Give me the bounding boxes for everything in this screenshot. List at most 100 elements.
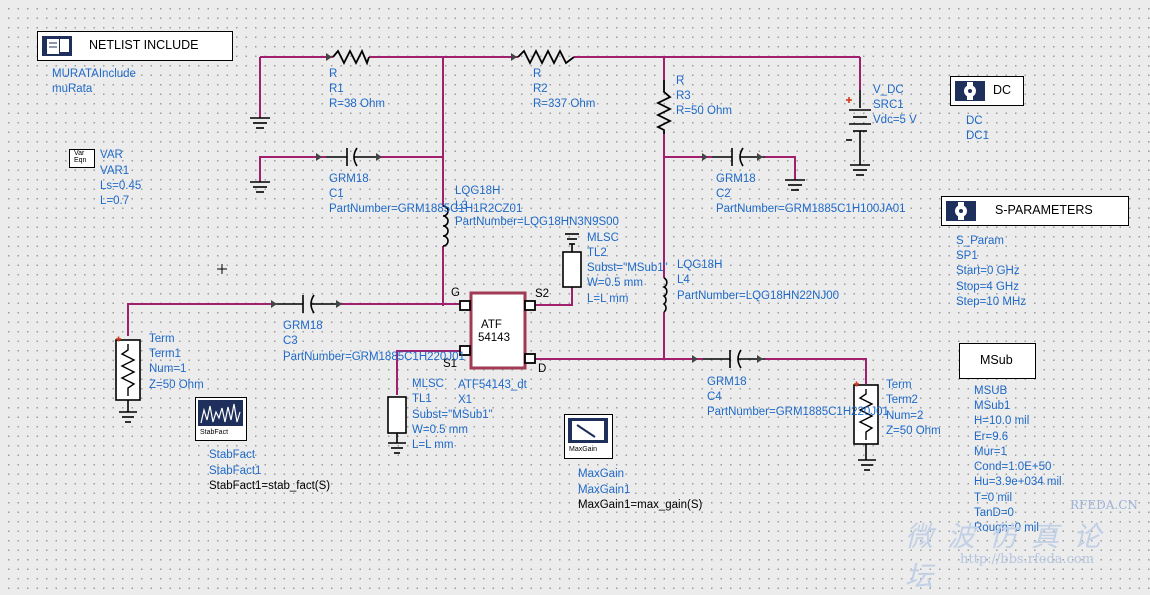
inductor-l3[interactable] bbox=[442, 205, 449, 247]
watermark-site: RFEDA.CN bbox=[1070, 498, 1138, 512]
sparam-type: S_Param bbox=[956, 235, 1004, 247]
msub-param: Hu=3.9e+034 mil bbox=[974, 476, 1062, 488]
maxgain-expr: MaxGain1=max_gain(S) bbox=[578, 499, 703, 511]
term2-param: Num=2 bbox=[886, 410, 924, 422]
transistor-type: ATF54143_dt bbox=[458, 379, 527, 391]
msub-param: TanD=0 bbox=[974, 507, 1014, 519]
r1-name: R1 bbox=[329, 83, 344, 95]
msub-param: H=10.0 mil bbox=[974, 415, 1030, 427]
resistor-r1[interactable] bbox=[332, 48, 370, 66]
term1-port[interactable] bbox=[115, 336, 141, 401]
term1-param: Z=50 Ohm bbox=[149, 379, 204, 391]
stabfact-name: StabFact1 bbox=[209, 465, 262, 477]
msub-param: T=0 mil bbox=[974, 492, 1013, 504]
c3-part: PartNumber=GRM1885C1H220J01 bbox=[283, 351, 465, 363]
var-type: VAR bbox=[100, 149, 123, 161]
tl1-name: TL1 bbox=[412, 393, 432, 405]
vdc-source[interactable] bbox=[846, 90, 871, 150]
pin-d-label: D bbox=[538, 363, 547, 375]
mlsc-tl1[interactable] bbox=[387, 396, 407, 434]
c1-part: PartNumber=GRM1885C1H1R2CZ01 bbox=[329, 203, 523, 215]
maxgain-name: MaxGain1 bbox=[578, 484, 631, 496]
msub-param: Mur=1 bbox=[974, 446, 1007, 458]
term1-type: Term bbox=[149, 333, 175, 345]
l3-type: LQG18H bbox=[455, 185, 501, 197]
watermark-url: http://bbs.rfeda.com bbox=[960, 552, 1095, 567]
r3-name: R3 bbox=[676, 90, 691, 102]
inductor-l4[interactable] bbox=[662, 277, 668, 313]
tl1-param: Subst="MSub1" bbox=[412, 409, 493, 421]
r2-name: R2 bbox=[533, 83, 548, 95]
msub-param: Er=9.6 bbox=[974, 431, 1009, 443]
term2-port[interactable] bbox=[853, 381, 879, 445]
netlist-label: NETLIST INCLUDE bbox=[89, 38, 199, 52]
s-parameters-block[interactable]: S-PARAMETERS bbox=[941, 196, 1129, 226]
pin-g-label: G bbox=[451, 287, 460, 299]
tl2-name: TL2 bbox=[587, 247, 607, 259]
stabfact-icon[interactable]: StabFact bbox=[195, 397, 247, 441]
term1-name: Term1 bbox=[149, 348, 181, 360]
sparam-icon bbox=[946, 201, 976, 221]
maxgain-meter-icon bbox=[568, 418, 608, 443]
msub-name: MSub1 bbox=[974, 400, 1011, 412]
pin-s1-label: S1 bbox=[443, 358, 458, 370]
c2-name: C2 bbox=[716, 188, 731, 200]
l3-name: L3 bbox=[455, 200, 468, 212]
cap-arrows bbox=[271, 53, 763, 363]
maxgain-icon[interactable]: MaxGain bbox=[564, 414, 613, 459]
capacitor-c4[interactable] bbox=[703, 349, 765, 369]
schematic-canvas[interactable] bbox=[0, 0, 1150, 573]
resistor-r3[interactable] bbox=[655, 80, 673, 134]
tl1-type: MLSC bbox=[412, 378, 444, 390]
r3-value: R=50 Ohm bbox=[676, 105, 732, 117]
maxgain-type: MaxGain bbox=[578, 468, 625, 480]
msub-block[interactable]: MSub bbox=[959, 343, 1036, 379]
c1-type: GRM18 bbox=[329, 173, 369, 185]
term1-param: Num=1 bbox=[149, 363, 187, 375]
cursor-crosshair bbox=[217, 264, 227, 274]
r3-type: R bbox=[676, 75, 685, 87]
term2-name: Term2 bbox=[886, 394, 918, 406]
sparam-name: SP1 bbox=[956, 250, 978, 262]
transistor-line2: 54143 bbox=[478, 332, 510, 344]
var-param: Ls=0.45 bbox=[100, 180, 142, 192]
vdc-value: Vdc=5 V bbox=[873, 114, 917, 126]
c3-type: GRM18 bbox=[283, 320, 323, 332]
transistor-atf54143[interactable] bbox=[459, 291, 536, 370]
c2-part: PartNumber=GRM1885C1H100JA01 bbox=[716, 203, 906, 215]
r2-value: R=337 Ohm bbox=[533, 98, 596, 110]
vdc-type: V_DC bbox=[873, 84, 904, 96]
netlist-icon bbox=[42, 36, 72, 56]
tl2-type: MLSC bbox=[587, 232, 619, 244]
var-name: VAR1 bbox=[100, 165, 130, 177]
dc-name: DC1 bbox=[966, 130, 990, 142]
capacitor-c1[interactable] bbox=[326, 147, 380, 167]
c4-type: GRM18 bbox=[707, 376, 747, 388]
r2-type: R bbox=[533, 68, 542, 80]
tl2-param: Subst="MSub1" bbox=[587, 262, 668, 274]
stabfact-graph-icon bbox=[198, 400, 243, 426]
l4-name: L4 bbox=[677, 274, 690, 286]
dc-sim-icon bbox=[955, 81, 985, 101]
term2-type: Term bbox=[886, 379, 912, 391]
netlist-type: MURATAInclude bbox=[52, 68, 136, 80]
tl1-param: L=L mm bbox=[412, 439, 454, 451]
mlsc-tl2[interactable] bbox=[562, 250, 582, 288]
pin-s2-label: S2 bbox=[535, 288, 550, 300]
sparam-param: Start=0 GHz bbox=[956, 265, 1020, 277]
transistor-name: X1 bbox=[458, 394, 473, 406]
netlist-include-block[interactable]: NETLIST INCLUDE bbox=[37, 31, 233, 61]
var-eqn-icon[interactable]: Var Eqn bbox=[69, 149, 95, 168]
c3-name: C3 bbox=[283, 335, 298, 347]
r1-value: R=38 Ohm bbox=[329, 98, 385, 110]
tl2-param: L=L mm bbox=[587, 293, 629, 305]
transistor-line1: ATF bbox=[481, 319, 502, 331]
capacitor-c3[interactable] bbox=[275, 294, 342, 314]
dc-simulation-block[interactable]: DC bbox=[950, 76, 1024, 106]
dc-type: DC bbox=[966, 115, 983, 127]
sparam-label: S-PARAMETERS bbox=[995, 203, 1093, 217]
sparam-param: Step=10 MHz bbox=[956, 296, 1026, 308]
msub-label: MSub bbox=[980, 353, 1013, 367]
l4-type: LQG18H bbox=[677, 259, 723, 271]
resistor-r2[interactable] bbox=[517, 48, 575, 66]
